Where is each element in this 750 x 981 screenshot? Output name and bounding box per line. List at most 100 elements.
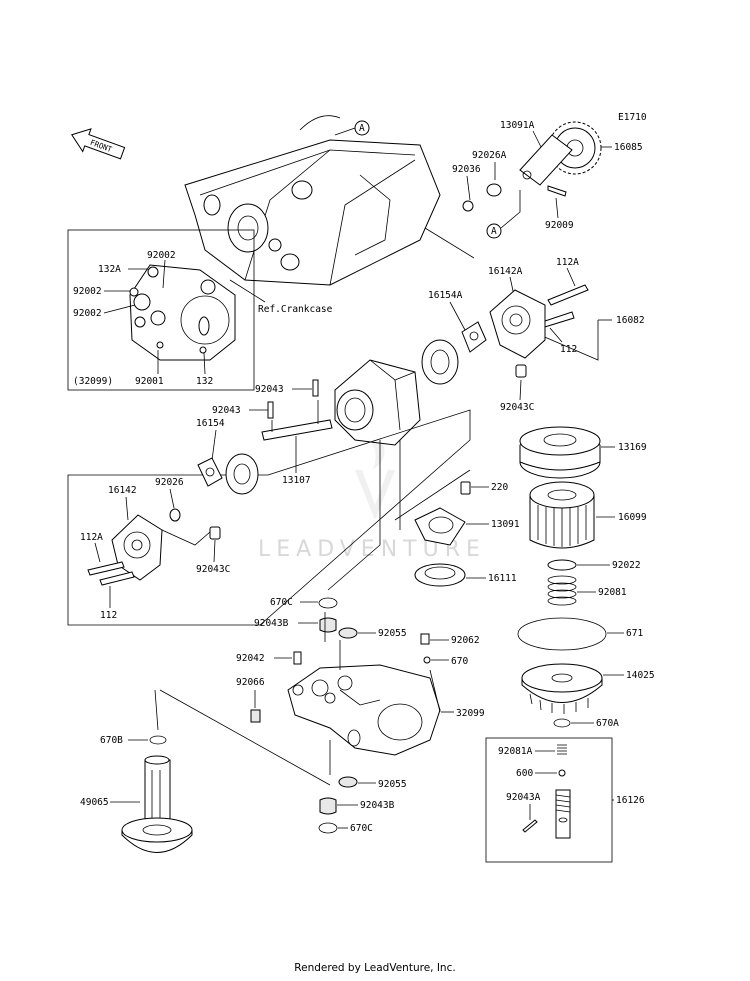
label-670A: 670A [596,718,619,729]
pin-92042 [293,651,302,665]
bolt-92066 [250,709,261,723]
ball-600 [558,769,566,777]
label-16126: 16126 [616,795,645,806]
label-92036: 92036 [452,164,481,175]
label-670C-top: 670C [270,597,293,608]
label-92042: 92042 [236,653,265,664]
label-92026A: 92026A [472,150,507,161]
watermark-logo [355,440,395,520]
relief-valve-16126 [555,789,571,839]
filter-screen-16111 [414,563,466,587]
pin-92043-a [312,379,319,397]
pin-92062 [420,633,430,645]
front-arrow-icon: FRONT [71,128,126,160]
label-92002-top: 92002 [147,250,176,261]
label-16111: 16111 [488,573,517,584]
oil-strainer-49065 [121,755,193,853]
label-13091: 13091 [491,519,520,530]
collar-92043B-top [319,617,337,633]
label-92022: 92022 [612,560,641,571]
shaft-13107 [261,419,333,441]
label-112A-top: 112A [556,257,579,268]
label-112A-left: 112A [80,532,103,543]
label-32099-paren: (32099) [73,376,113,387]
bolt-112A-left [87,561,125,576]
footer-credit: Rendered by LeadVenture, Inc. [294,962,456,974]
label-16085: 16085 [614,142,643,153]
label-13169: 13169 [618,442,647,453]
label-600: 600 [516,768,533,779]
label-92043C-top: 92043C [500,402,534,413]
washer-92055-top [338,627,358,639]
label-92002-l2: 92002 [73,308,102,319]
svg-text:A: A [491,226,497,237]
callout-a-top [354,120,370,136]
filter-cap-13169 [519,426,601,479]
bolt-220 [460,481,471,495]
pin-92043-b [267,401,274,419]
label-92002-l1: 92002 [73,286,102,297]
svg-text:A: A [359,123,365,134]
label-92043B-top: 92043B [254,618,289,629]
label-92055-top: 92055 [378,628,407,639]
washer-92026 [169,508,181,522]
outer-rotor [421,339,459,385]
oring-670C-top [318,597,338,609]
label-670B: 670B [100,735,123,746]
outer-rotor-left [225,453,259,495]
label-112-top: 112 [560,344,577,355]
oil-pump-cover-inset [129,264,236,361]
oring-670B [149,735,167,745]
label-32099: 32099 [456,708,485,719]
label-92043-a: 92043 [255,384,284,395]
label-16099: 16099 [618,512,647,523]
spring-92081A [557,744,567,755]
label-92043-b: 92043 [212,405,241,416]
label-220: 220 [491,482,508,493]
label-16142: 16142 [108,485,137,496]
label-92081: 92081 [598,587,627,598]
pin-92043A [522,819,538,833]
label-92043C-left: 92043C [196,564,230,575]
label-92043B-bot: 92043B [360,800,395,811]
spring-92081 [547,575,577,606]
label-671: 671 [626,628,643,639]
pump-cover-16142A [489,289,546,359]
label-13107: 13107 [282,475,311,486]
label-132: 132 [196,376,213,387]
label-92026: 92026 [155,477,184,488]
pump-body [334,359,421,446]
pump-cover-16142 [111,514,163,581]
label-92081A: 92081A [498,746,533,757]
bolt-112A-top [547,284,589,306]
oil-filter-16099 [529,481,595,549]
washer-92055-bot [338,776,358,788]
collar-92043B-bot [319,797,337,815]
oring-671 [517,617,607,651]
label-16142A: 16142A [488,266,523,277]
label-92062: 92062 [451,635,480,646]
label-16082: 16082 [616,315,645,326]
label-92055-bot: 92055 [378,779,407,790]
oring-670C-bot [318,822,338,834]
bolt-92009 [547,185,567,197]
sprocket-bracket [519,134,573,186]
oil-pump-housing-32099 [287,664,441,756]
crankcase: A [184,115,441,286]
label-92043A: 92043A [506,792,541,803]
label-49065: 49065 [80,797,109,808]
washer-92022 [547,559,577,571]
label-92066: 92066 [236,677,265,688]
label-16154: 16154 [196,418,225,429]
label-670: 670 [451,656,468,667]
oring-92036 [462,200,474,212]
label-112-left: 112 [100,610,117,621]
label-92001: 92001 [135,376,164,387]
diagram-code: E1710 [618,112,647,123]
rotor-16154A [461,321,487,353]
left-group-box [67,409,471,626]
plate-13091 [414,507,466,546]
oring-670 [423,656,431,664]
inset-box [67,229,255,391]
